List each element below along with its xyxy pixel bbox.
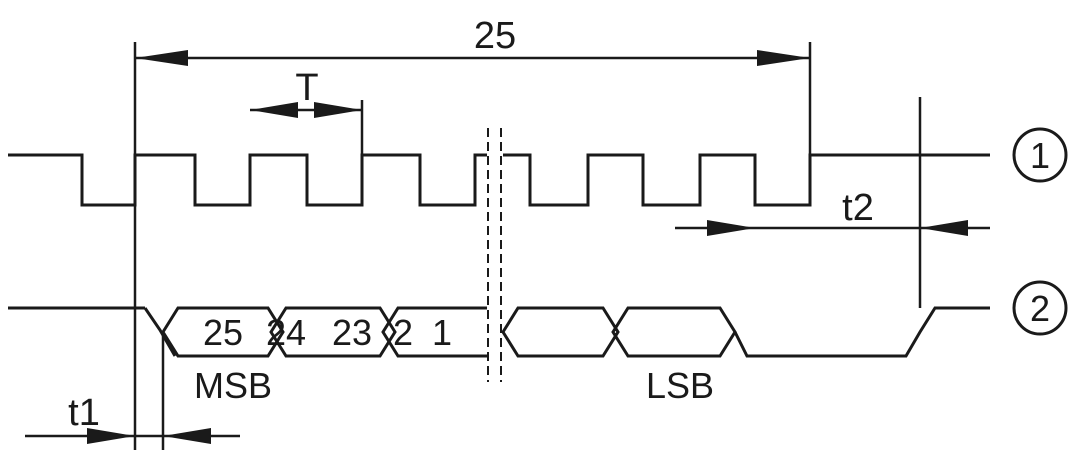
t1-dimension: t1 [25, 332, 240, 450]
data-cell-bit2-1 [381, 306, 487, 358]
arrowhead-right-icon [757, 50, 810, 66]
data-marker-label: 2 [1030, 288, 1050, 329]
data-idle-low-and-return [733, 306, 990, 358]
arrowhead-right-icon [707, 220, 755, 236]
clock-waveform-right [503, 153, 990, 207]
arrowhead-right-icon [87, 428, 135, 444]
clock-signal: 1 [8, 127, 1068, 207]
frame-length-label: 25 [474, 15, 516, 57]
data-signal: 25 24 23 2 1 2 MSB LSB [8, 280, 1068, 406]
bit-label-25: 25 [203, 312, 243, 353]
data-cell-bit25 [161, 306, 285, 358]
lsb-label: LSB [646, 365, 714, 406]
arrowhead-left-icon [920, 220, 968, 236]
bit-label-24: 24 [266, 312, 306, 353]
data-falling-edge [143, 307, 177, 357]
period-dimension: T [250, 67, 364, 155]
clock-marker-circle [1012, 127, 1068, 183]
msb-label: MSB [194, 365, 272, 406]
clock-waveform-left [8, 153, 487, 207]
t2-label: t2 [842, 187, 874, 229]
arrowhead-right-icon [314, 102, 362, 118]
bit-label-1: 1 [432, 312, 452, 353]
t2-dimension: t2 [675, 97, 990, 308]
data-cell-bit24-23 [269, 306, 397, 358]
data-cell-lsb-1 [611, 306, 737, 358]
clock-marker-label: 1 [1030, 135, 1050, 176]
arrowhead-left-icon [250, 102, 298, 118]
arrowhead-left-icon [135, 50, 188, 66]
data-marker-circle [1012, 280, 1068, 336]
bit-label-23: 23 [332, 312, 372, 353]
bit-label-2: 2 [393, 312, 413, 353]
t1-label: t1 [68, 392, 100, 434]
time-break-marks [487, 128, 502, 382]
frame-length-dimension: 25 [133, 15, 812, 450]
arrowhead-left-icon [163, 428, 211, 444]
data-cell-lsb-2 [501, 306, 620, 358]
period-label: T [295, 67, 318, 109]
